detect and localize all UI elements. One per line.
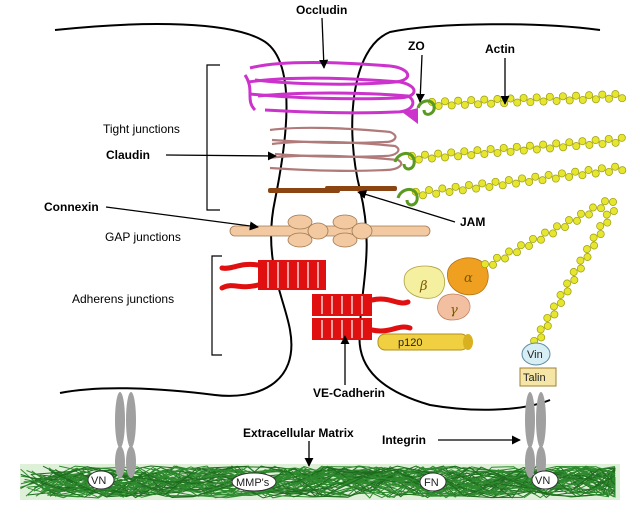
gamma-catenin-label: γ [450, 303, 458, 318]
tight-junctions-label: Tight junctions [103, 122, 180, 136]
fn-tag: FN [419, 472, 447, 492]
mmps-tag: MMP's [231, 472, 277, 492]
alpha-catenin-label: α [464, 271, 473, 286]
jam-bar-right [325, 186, 397, 191]
ve-cadherin-blocks [219, 260, 413, 340]
svg-text:VN: VN [91, 475, 106, 487]
svg-text:VN: VN [535, 475, 550, 487]
integrin-label: Integrin [382, 433, 426, 447]
integrin-left [115, 392, 136, 478]
pointer-arrows [105, 17, 521, 467]
extracellular-matrix-label: Extracellular Matrix [243, 426, 354, 440]
talin: Talin [519, 367, 557, 387]
zo-label: ZO [408, 39, 425, 53]
beta-catenin: β [403, 265, 446, 299]
svg-text:FN: FN [424, 477, 439, 489]
p120-label: p120 [398, 337, 422, 349]
jam-bar-left [268, 188, 340, 193]
connexin-channels [229, 214, 431, 248]
actin-label: Actin [485, 42, 515, 56]
svg-text:MMP's: MMP's [236, 477, 270, 489]
adherens-junctions-label: Adherens junctions [72, 292, 174, 306]
jam-label: JAM [460, 215, 485, 229]
vinculin: Vin [521, 342, 551, 366]
gamma-catenin: γ [437, 293, 471, 321]
claudin-strands [267, 126, 403, 172]
right-cell-membrane [351, 23, 601, 411]
occludin-strands [243, 61, 416, 115]
gap-junctions-label: GAP junctions [105, 230, 181, 244]
p120-catenin: p120 [377, 333, 473, 351]
left-cell-membrane [54, 23, 293, 397]
claudin-label: Claudin [106, 148, 150, 162]
talin-label: Talin [523, 372, 546, 384]
integrin-right [525, 392, 546, 478]
connexin-label: Connexin [44, 200, 99, 214]
vn-tag-right: VN [531, 470, 559, 490]
occludin-end [402, 108, 418, 124]
occludin-label: Occludin [296, 3, 347, 17]
actin-filaments [407, 90, 627, 345]
adherens-junctions-bracket [211, 255, 222, 356]
alpha-catenin: α [447, 257, 489, 296]
tight-junctions-bracket [206, 64, 220, 211]
vn-tag-left: VN [87, 470, 115, 490]
ve-cadherin-label: VE-Cadherin [313, 386, 385, 400]
beta-catenin-label: β [419, 279, 428, 294]
vin-label: Vin [527, 349, 543, 361]
